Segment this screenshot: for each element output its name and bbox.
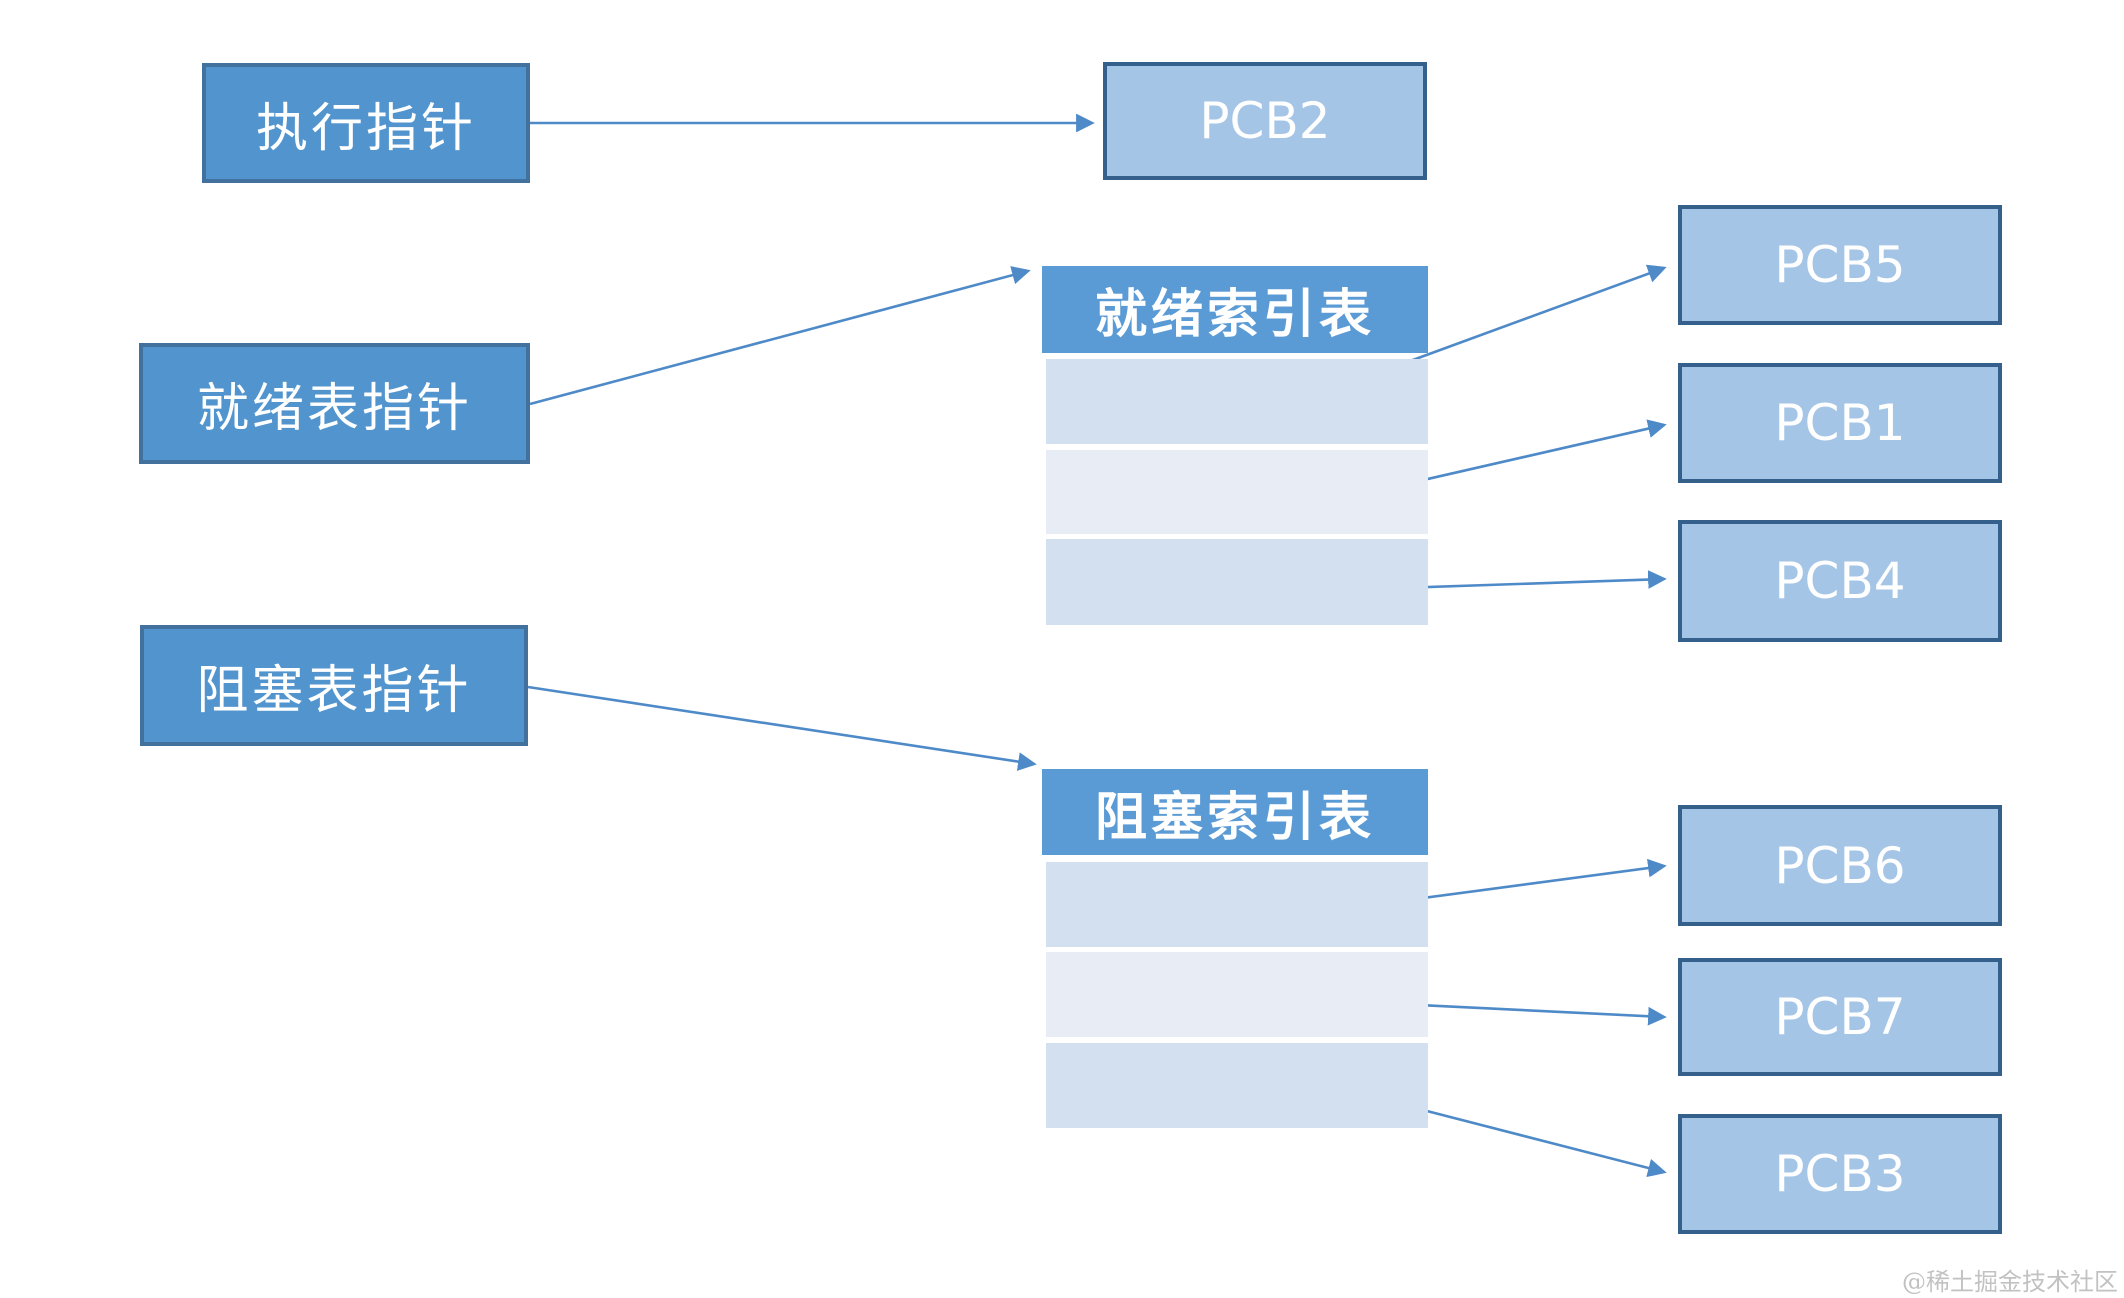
pcb7-label: PCB7	[1774, 988, 1906, 1046]
ready-index-table-title: 就绪索引表	[1094, 284, 1375, 345]
pcb5-label: PCB5	[1774, 236, 1906, 294]
ready-index-table-header: 就绪索引表	[1042, 266, 1428, 353]
blocked-pointer-box: 阻塞表指针	[140, 625, 528, 746]
blocked-table-row-3	[1046, 1043, 1428, 1128]
pcb2-label: PCB2	[1199, 92, 1331, 150]
watermark: @稀土掘金技术社区	[1902, 1268, 2118, 1296]
pcb4-node: PCB4	[1678, 520, 2002, 642]
exec-pointer-label: 执行指针	[255, 98, 476, 159]
blocked-index-table-title: 阻塞索引表	[1094, 786, 1375, 848]
pcb6-node: PCB6	[1678, 805, 2002, 926]
exec-pointer-box: 执行指针	[202, 63, 530, 183]
blocked-pointer-label: 阻塞表指针	[196, 661, 472, 721]
pcb3-label: PCB3	[1774, 1145, 1906, 1203]
pcb2-node: PCB2	[1103, 62, 1427, 180]
pcb4-label: PCB4	[1774, 552, 1906, 610]
arrow-blocked-to-blocked-table	[527, 685, 1037, 771]
blocked-table-row-2	[1046, 952, 1428, 1037]
pcb3-node: PCB3	[1678, 1114, 2002, 1234]
ready-pointer-box: 就绪表指针	[139, 343, 530, 464]
ready-pointer-label: 就绪表指针	[196, 379, 472, 439]
pcb7-node: PCB7	[1678, 958, 2002, 1076]
ready-table-row-2	[1046, 450, 1428, 534]
pcb1-node: PCB1	[1678, 363, 2002, 483]
pcb1-label: PCB1	[1774, 394, 1906, 452]
pcb6-label: PCB6	[1774, 836, 1906, 895]
pcb5-node: PCB5	[1678, 205, 2002, 325]
ready-table-row-3	[1046, 539, 1428, 625]
ready-table-row-1	[1046, 359, 1428, 444]
blocked-table-row-1	[1046, 862, 1428, 947]
arrow-ready-to-ready-table	[529, 266, 1031, 406]
blocked-index-table-header: 阻塞索引表	[1042, 769, 1428, 855]
